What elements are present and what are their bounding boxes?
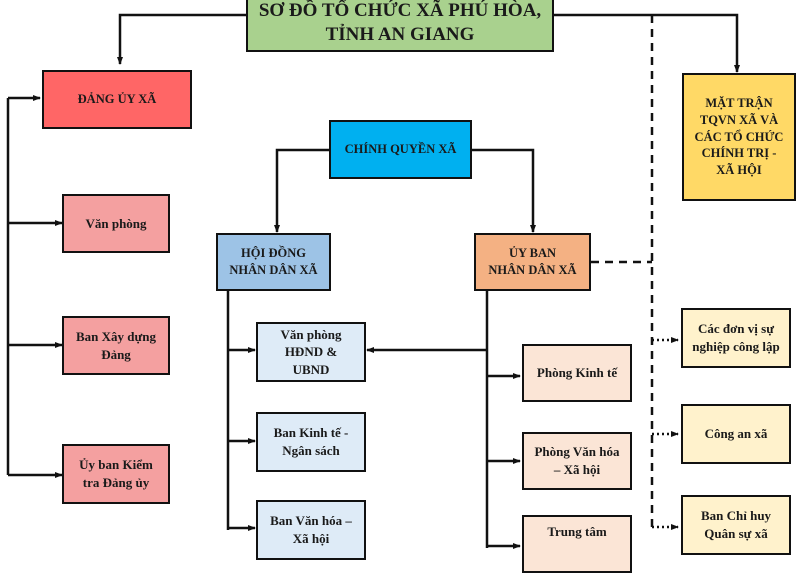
government-head-label: CHÍNH QUYỀN XÃ: [344, 142, 457, 157]
line-gov-to-committee: [471, 148, 536, 233]
council-label: HỘI ĐỒNG NHÂN DÂN XÃ: [229, 246, 318, 277]
government-head-box: CHÍNH QUYỀN XÃ: [329, 120, 472, 179]
affiliated-label: Công an xã: [704, 426, 768, 442]
party-unit-label: Ban Xây dựng Đảng: [75, 328, 157, 362]
front-box: MẶT TRẬN TQVN XÃ VÀ CÁC TỔ CHỨC CHÍNH TR…: [682, 73, 796, 201]
party-head-label: ĐẢNG ỦY XÃ: [77, 92, 157, 107]
connector-lines: [6, 13, 740, 549]
affiliated-box: Các đơn vị sự nghiệp công lập: [681, 308, 791, 368]
committee-unit-label: Phòng Văn hóa – Xã hội: [534, 444, 620, 477]
committee-unit-label: Phòng Kinh tế: [536, 365, 618, 381]
committee-unit-label: Trung tâm: [547, 524, 607, 539]
council-unit-label: Văn phòng HĐND & UBND: [280, 326, 342, 377]
council-unit-label: Ban Kinh tế - Ngân sách: [273, 425, 349, 458]
party-unit-label: Văn phòng: [85, 215, 147, 231]
affiliated-box: Ban Chỉ huy Quân sự xã: [681, 495, 791, 555]
party-unit-label: Ủy ban Kiểm tra Đảng ủy: [79, 457, 153, 490]
chart-title: SƠ ĐỒ TỔ CHỨC XÃ PHÚ HÒA, TỈNH AN GIANG: [246, 0, 554, 52]
council-box: HỘI ĐỒNG NHÂN DÂN XÃ: [216, 233, 331, 291]
affiliated-label: Các đơn vị sự nghiệp công lập: [692, 321, 780, 354]
affiliated-box: Công an xã: [681, 404, 791, 464]
front-label: MẶT TRẬN TQVN XÃ VÀ CÁC TỔ CHỨC CHÍNH TR…: [694, 95, 784, 178]
party-head-box: ĐẢNG ỦY XÃ: [42, 70, 192, 129]
line-gov-to-council: [274, 148, 330, 233]
affiliated-label: Ban Chỉ huy Quân sự xã: [700, 508, 772, 541]
chart-title-text: SƠ ĐỒ TỔ CHỨC XÃ PHÚ HÒA, TỈNH AN GIANG: [258, 0, 542, 45]
committee-unit-box: Phòng Văn hóa – Xã hội: [522, 432, 632, 490]
council-unit-box: Ban Văn hóa – Xã hội: [256, 500, 366, 560]
party-unit-box: Ban Xây dựng Đảng: [62, 316, 170, 375]
committee-unit-box: Trung tâm: [522, 515, 632, 573]
line-title-to-party: [117, 13, 248, 65]
council-unit-label: Ban Văn hóa – Xã hội: [270, 513, 352, 546]
party-unit-box: Văn phòng: [62, 194, 170, 253]
committee-label: ỦY BAN NHÂN DÂN XÃ: [488, 246, 577, 277]
committee-box: ỦY BAN NHÂN DÂN XÃ: [474, 233, 591, 291]
council-unit-box: Văn phòng HĐND & UBND: [256, 322, 366, 382]
line-title-to-front: [552, 13, 740, 73]
committee-unit-box: Phòng Kinh tế: [522, 344, 632, 402]
council-unit-box: Ban Kinh tế - Ngân sách: [256, 412, 366, 472]
party-unit-box: Ủy ban Kiểm tra Đảng ủy: [62, 444, 170, 504]
